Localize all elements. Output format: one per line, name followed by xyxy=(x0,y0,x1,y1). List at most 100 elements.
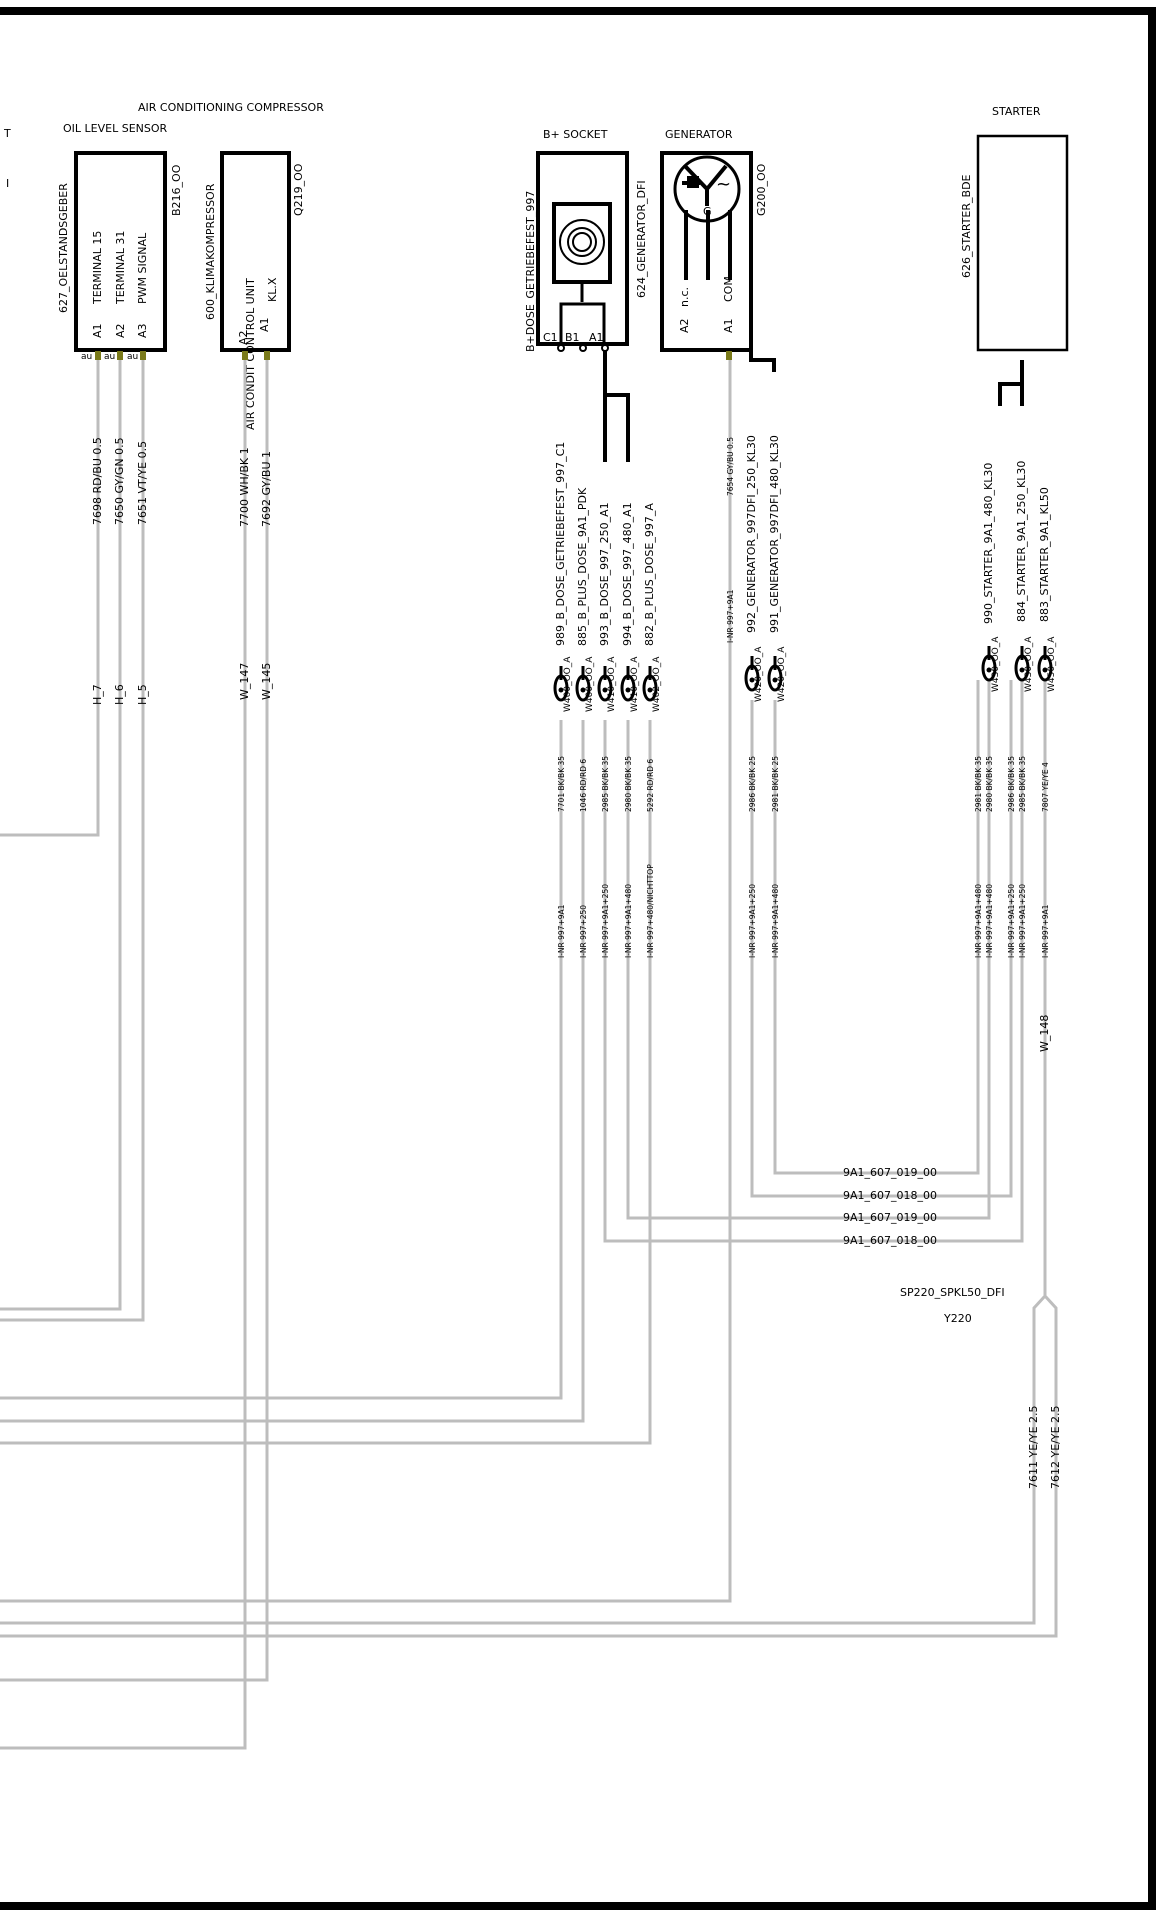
oil-level-sensor: 627_OELSTANDSGEBER B216_OO A1 A2 A3 TERM… xyxy=(57,151,183,362)
cable-socket-1: 7701 BK/BK 35 xyxy=(557,756,566,812)
oil-h-1: H_7 xyxy=(91,684,104,705)
bus-labels: 9A1_607_019_00 9A1_607_018_00 9A1_607_01… xyxy=(843,1166,937,1247)
inr-socket-3: I-NR 997+9A1+250 xyxy=(601,884,610,958)
socket-wire-3: 993_B_DOSE_997_250_A1 xyxy=(598,502,611,646)
ac-compressor-heading: AIR CONDITIONING COMPRESSOR xyxy=(138,101,324,114)
socket-pin-a1: A1 xyxy=(589,331,604,344)
starter-w148: W_148 xyxy=(1038,1015,1051,1052)
starter-wire-labels: 990_STARTER_9A1_480_KL30 884_STARTER_9A1… xyxy=(982,461,1051,1052)
oil-func-a1: TERMINAL 15 xyxy=(91,231,104,305)
gen-wire-1: 992_GENERATOR_997DFI_250_KL30 xyxy=(745,435,758,633)
gen-nc: n.c. xyxy=(678,287,691,307)
inr-labels: I-NR 997+9A1 I-NR 997+250 I-NR 997+9A1+2… xyxy=(557,864,1050,958)
cable-gen-1: 2986 BK/BK 25 xyxy=(748,756,757,812)
eyelet-starter-2: W430_OO_A xyxy=(1014,636,1034,692)
oil-pin-tag-2: au xyxy=(104,352,115,362)
bplus-socket-heading: B+ SOCKET xyxy=(543,128,608,141)
ac-wire-labels: 7700 WH/BK 1 7692 GY/BU 1 W_147 W_145 xyxy=(238,447,273,700)
gen-inr: I-NR 997+9A1 xyxy=(726,589,735,643)
oil-func-a2: TERMINAL 31 xyxy=(114,231,127,305)
ac-name: 600_KLIMAKOMPRESSOR xyxy=(204,183,217,320)
eyelet-socket-5: W402_OO_A xyxy=(642,656,662,712)
eyelet-label-gen-1: W420_OO_A xyxy=(754,646,764,702)
gen-name: 624_GENERATOR_DFI xyxy=(635,180,648,298)
oil-wire-1: 7698 RD/BU 0.5 xyxy=(91,437,104,525)
ac-pin-a2: A2 xyxy=(237,330,250,345)
inr-starter-1: I-NR 997+9A1+480 xyxy=(974,884,983,958)
eyelet-label-socket-5: W402_OO_A xyxy=(652,656,662,712)
ac-func-a1: KL.X xyxy=(266,277,279,302)
gen-code: G200_OO xyxy=(755,163,768,216)
splice-name: SP220_SPKL50_DFI xyxy=(900,1286,1005,1299)
splice-wire-1: 7611 YE/YE 2.5 xyxy=(1027,1405,1040,1489)
oil-sensor-heading: OIL LEVEL SENSOR xyxy=(63,122,168,135)
inr-socket-4: I-NR 997+9A1+480 xyxy=(624,884,633,958)
starter: 626_STARTER_BDE xyxy=(960,134,1069,406)
gen-pin-a2: A2 xyxy=(678,318,691,333)
gen-pin-a1: A1 xyxy=(722,318,735,333)
ac-compressor: 600_KLIMAKOMPRESSOR Q219_OO A2 A1 KL.X A… xyxy=(204,151,305,430)
eyelet-socket-2: W400_OO_A xyxy=(575,656,595,712)
bus-label-4: 9A1_607_018_00 xyxy=(843,1234,937,1247)
cable-starter-1: 2981 BK/BK 35 xyxy=(974,756,983,812)
ac-code: Q219_OO xyxy=(292,163,305,216)
ac-pin-a1: A1 xyxy=(258,317,271,332)
cable-gen-2: 2981 BK/BK 25 xyxy=(771,756,780,812)
eyelet-label-socket-4: W410_OO_A xyxy=(630,656,640,712)
inr-starter-5: I-NR 997+9A1 xyxy=(1041,904,1050,958)
eyelet-socket-4: W410_OO_A xyxy=(620,656,640,712)
bus-label-3: 9A1_607_019_00 xyxy=(843,1211,937,1224)
oil-pin-tag-1: au xyxy=(81,352,92,362)
oil-wire-3: 7651 VT/YE 0.5 xyxy=(136,441,149,525)
oil-pin-a3: A3 xyxy=(136,323,149,338)
inr-socket-1: I-NR 997+9A1 xyxy=(557,904,566,958)
eyelet-label-socket-1: W400_OO_A xyxy=(563,656,573,712)
eyelet-label-starter-2: W430_OO_A xyxy=(1024,636,1034,692)
ac-control-unit-label: AIR CONDIT CONTROL UNIT xyxy=(244,278,257,430)
eyelet-starter-1: W430_OO_A xyxy=(981,636,1001,692)
oil-sensor-name: 627_OELSTANDSGEBER xyxy=(57,183,70,313)
cable-starter-3: 2986 BK/BK 35 xyxy=(1007,756,1016,812)
ac-wire-1: 7700 WH/BK 1 xyxy=(238,447,251,527)
oil-sensor-code: B216_OO xyxy=(170,164,183,216)
eyelet-gen-1: W420_OO_A xyxy=(744,646,764,702)
cable-labels: 7701 BK/BK 35 1046 RD/RD 6 2985 BK/BK 35… xyxy=(557,756,1050,812)
inr-starter-2: I-NR 997+9A1+480 xyxy=(985,884,994,958)
starter-wire-2: 884_STARTER_9A1_250_KL30 xyxy=(1015,461,1028,622)
splice: SP220_SPKL50_DFI Y220 7611 YE/YE 2.5 761… xyxy=(900,1286,1062,1489)
inr-gen-2: I-NR 997+9A1+480 xyxy=(771,884,780,958)
gen-com: COM xyxy=(722,276,735,302)
cable-socket-2: 1046 RD/RD 6 xyxy=(579,759,588,812)
oil-h-3: H_5 xyxy=(136,684,149,705)
oil-wire-2: 7650 GY/GN 0.5 xyxy=(113,437,126,525)
cable-starter-5: 7807 YE/YE 4 xyxy=(1041,762,1050,812)
socket-name: B+DOSE_GETRIEBEFEST_997 xyxy=(524,191,537,352)
socket-pin-b1: B1 xyxy=(565,331,580,344)
oil-func-a3: PWM SIGNAL xyxy=(136,232,149,304)
socket-wire-2: 885_B_PLUS_DOSE_9A1_PDK xyxy=(576,487,589,646)
oil-h-2: H_6 xyxy=(113,684,126,705)
eyelet-socket-1: W400_OO_A xyxy=(553,656,573,712)
gen-wire-small: 7654 GY/BU 0.5 xyxy=(726,437,735,496)
ac-w-1: W_147 xyxy=(238,663,251,700)
left-cut-label-2: I xyxy=(6,177,9,190)
oil-wire-labels: 7698 RD/BU 0.5 7650 GY/GN 0.5 7651 VT/YE… xyxy=(91,437,149,705)
socket-wire-1: 989_B_DOSE_GETRIEBEFEST_997_C1 xyxy=(554,442,567,646)
eyelet-socket-3: W410_OO_A xyxy=(597,656,617,712)
eyelet-label-starter-3: W450_OO_A xyxy=(1047,636,1057,692)
bus-label-1: 9A1_607_019_00 xyxy=(843,1166,937,1179)
starter-wire-3: 883_STARTER_9A1_KL50 xyxy=(1038,487,1051,622)
inr-starter-3: I-NR 997+9A1+250 xyxy=(1007,884,1016,958)
splice-wire-2: 7612 YE/YE 2.5 xyxy=(1049,1405,1062,1489)
eyelet-gen-2: W420_OO_A xyxy=(767,646,787,702)
eyelet-label-starter-1: W430_OO_A xyxy=(991,636,1001,692)
ac-wave-icon: ~ xyxy=(716,174,731,195)
starter-wire-1: 990_STARTER_9A1_480_KL30 xyxy=(982,463,995,624)
socket-wire-labels: 989_B_DOSE_GETRIEBEFEST_997_C1 885_B_PLU… xyxy=(554,442,656,646)
inr-socket-5: I-NR 997+480/NICHTTOP xyxy=(646,864,655,958)
ac-w-2: W_145 xyxy=(260,663,273,700)
oil-pin-tag-3: au xyxy=(127,352,138,362)
cable-starter-4: 2985 BK/BK 35 xyxy=(1018,756,1027,812)
